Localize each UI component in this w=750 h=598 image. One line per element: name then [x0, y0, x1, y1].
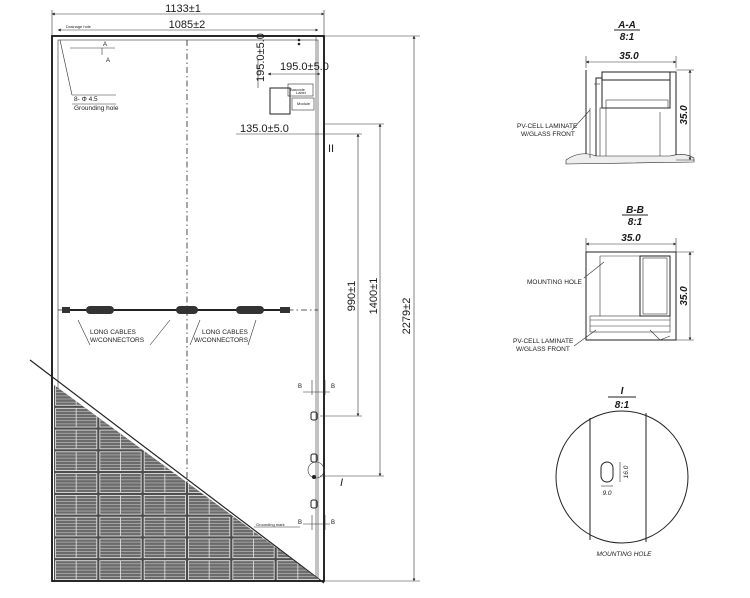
- detail-i: [555, 396, 689, 544]
- section-mark-b: B: [298, 384, 302, 390]
- section-bb-scale: 8:1: [628, 217, 643, 228]
- solar-cell: [276, 494, 319, 515]
- solar-cell: [188, 451, 231, 472]
- section-mark-a: A: [106, 58, 110, 64]
- frame-profile-aa: [585, 70, 677, 161]
- grounding-hole-label: Grounding hole: [74, 105, 119, 112]
- detail-i-title: I: [621, 386, 624, 397]
- detail-circle-i: [307, 461, 325, 479]
- cable-label-right-1: LONG CABLES: [202, 329, 249, 336]
- dim-inner-width: 1085±2: [169, 19, 206, 31]
- detail-mark-ii: II: [328, 143, 334, 155]
- solar-cell: [188, 386, 231, 406]
- label-module: Module: [297, 101, 311, 106]
- solar-cell: [232, 386, 275, 406]
- label-barcode: Barcode: [290, 87, 306, 92]
- detail-i-hole-height: 16.0: [623, 465, 630, 478]
- dim-label-offset: 195.0±5.0: [280, 61, 329, 73]
- mounting-slot: [600, 461, 614, 483]
- section-aa-scale: 8:1: [620, 32, 635, 43]
- connector: [236, 306, 264, 314]
- section-aa-laminate-1: PV-CELL LAMINATE: [517, 123, 578, 130]
- grounding-hole-count: 8- Φ 4.5: [74, 96, 98, 103]
- cable-label-left-2: W/CONNECTORS: [90, 337, 145, 344]
- mounting-holes-rail: [307, 411, 325, 509]
- section-bb-mounting-hole: MOUNTING HOLE: [527, 279, 583, 286]
- dim-overall-width: 1133±1: [165, 3, 201, 15]
- module-front-view: [29, 35, 330, 584]
- drain-hole-label: Drainage hole: [66, 24, 92, 29]
- frame-profile-bb: [585, 251, 677, 341]
- section-bb-laminate-1: PV-CELL LAMINATE: [513, 338, 574, 345]
- dim-drain-spacing: 195.0±5.0: [255, 33, 267, 82]
- section-a-a: [565, 29, 695, 165]
- cutaway-line: [29, 359, 325, 584]
- solar-cell: [188, 473, 231, 493]
- solar-cell: [276, 451, 319, 472]
- solar-cell: [232, 494, 275, 515]
- solar-cell: [232, 429, 275, 450]
- dim-label-x: 135.0±5.0: [240, 123, 289, 135]
- cable-label-left-1: LONG CABLES: [90, 329, 137, 336]
- section-bb-height: 35.0: [679, 286, 690, 306]
- section-mark-b: B: [298, 520, 302, 526]
- detail-i-scale: 8:1: [615, 400, 630, 411]
- detail-mark-i: I: [340, 477, 343, 489]
- cables: [62, 306, 290, 346]
- detail-i-hole-width: 9.0: [602, 490, 611, 497]
- section-aa-laminate-2: W/GLASS FRONT: [521, 131, 575, 138]
- section-aa-title: A-A: [617, 20, 636, 31]
- detail-i-caption: MOUNTING HOLE: [597, 551, 653, 558]
- text-labels: 1133±1 1085±2 Drainage hole A A 8- Φ 4.5…: [66, 3, 690, 558]
- section-bb-laminate-2: W/GLASS FRONT: [516, 346, 570, 353]
- label-box-barcode: [287, 83, 314, 97]
- module-frame-outer: [51, 35, 325, 582]
- solar-cell: [143, 386, 186, 406]
- connector: [176, 306, 198, 314]
- section-mark-b: B: [331, 520, 335, 526]
- solar-cell: [188, 407, 231, 428]
- main-dimensions: [51, 10, 420, 582]
- dim-overall-length: 2279±2: [401, 298, 413, 335]
- section-bb-width: 35.0: [621, 233, 641, 244]
- solar-cell: [276, 407, 319, 428]
- section-bb-title: B-B: [626, 205, 644, 216]
- solar-cell: [99, 386, 142, 406]
- solar-cell: [232, 407, 275, 428]
- grounding-mark-label: Grounding mark: [256, 522, 285, 527]
- section-aa-height: 35.0: [679, 105, 690, 125]
- solar-cell: [188, 429, 231, 450]
- solar-cell: [276, 538, 319, 559]
- grounding-hole: [297, 42, 301, 46]
- section-mark-a-top: A: [103, 42, 107, 48]
- connector: [86, 306, 114, 314]
- junction-box: [269, 87, 291, 115]
- cable-label-right-2: W/CONNECTORS: [194, 337, 249, 344]
- label-label: Label: [296, 90, 306, 95]
- section-aa-width: 35.0: [619, 51, 639, 62]
- solar-cell: [232, 473, 275, 493]
- dim-ground-spacing: 1400±1: [368, 278, 380, 315]
- label-box-module: [291, 97, 315, 111]
- solar-cell: [143, 429, 186, 450]
- solar-cell: [143, 407, 186, 428]
- detail-circle: [555, 410, 689, 544]
- solar-cell: [232, 451, 275, 472]
- section-b-b: [573, 214, 694, 347]
- grounding-hole: [297, 38, 301, 42]
- section-mark-b: B: [331, 384, 335, 390]
- dim-mount-spacing: 990±1: [346, 281, 358, 312]
- solar-cell: [276, 429, 319, 450]
